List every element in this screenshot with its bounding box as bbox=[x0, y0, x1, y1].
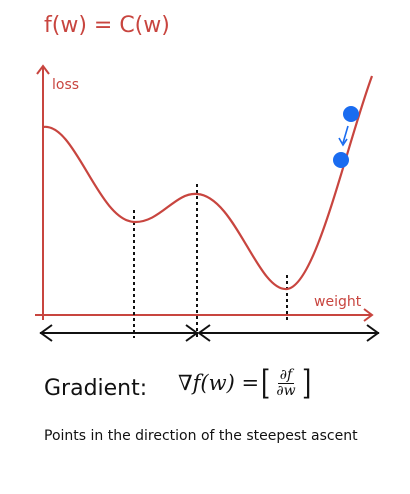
left-arrowhead-icon bbox=[197, 324, 211, 342]
gradient-formula: ∇f(w) = [ ∂f ∂w ] bbox=[178, 366, 313, 400]
function-title: f(w) = C(w) bbox=[44, 13, 170, 38]
y-axis-label: loss bbox=[52, 77, 79, 93]
partial-fraction: ∂f ∂w bbox=[276, 366, 296, 399]
gradient-caption: Points in the direction of the steepest … bbox=[44, 428, 358, 444]
x-axis-arrowhead bbox=[363, 308, 374, 322]
y-axis-arrowhead bbox=[36, 64, 50, 75]
descent-arrow-shaft bbox=[342, 125, 349, 144]
left-arrowhead-icon bbox=[39, 324, 53, 342]
fraction-numerator: ∂f bbox=[277, 366, 295, 384]
descent-arrowhead bbox=[338, 137, 348, 147]
right-arrowhead-icon bbox=[185, 324, 199, 342]
current-point bbox=[343, 106, 359, 122]
right-arrowhead-icon bbox=[366, 324, 380, 342]
right-bracket: ] bbox=[301, 363, 311, 403]
fraction-denominator: ∂w bbox=[276, 382, 296, 399]
formula-lhs: ∇f(w) = bbox=[178, 371, 260, 395]
left-bracket: [ bbox=[261, 363, 271, 403]
x-axis-label: weight bbox=[314, 294, 362, 310]
loss-curve bbox=[42, 75, 374, 291]
gradient-label: Gradient: bbox=[44, 376, 148, 401]
next-point bbox=[333, 152, 349, 168]
